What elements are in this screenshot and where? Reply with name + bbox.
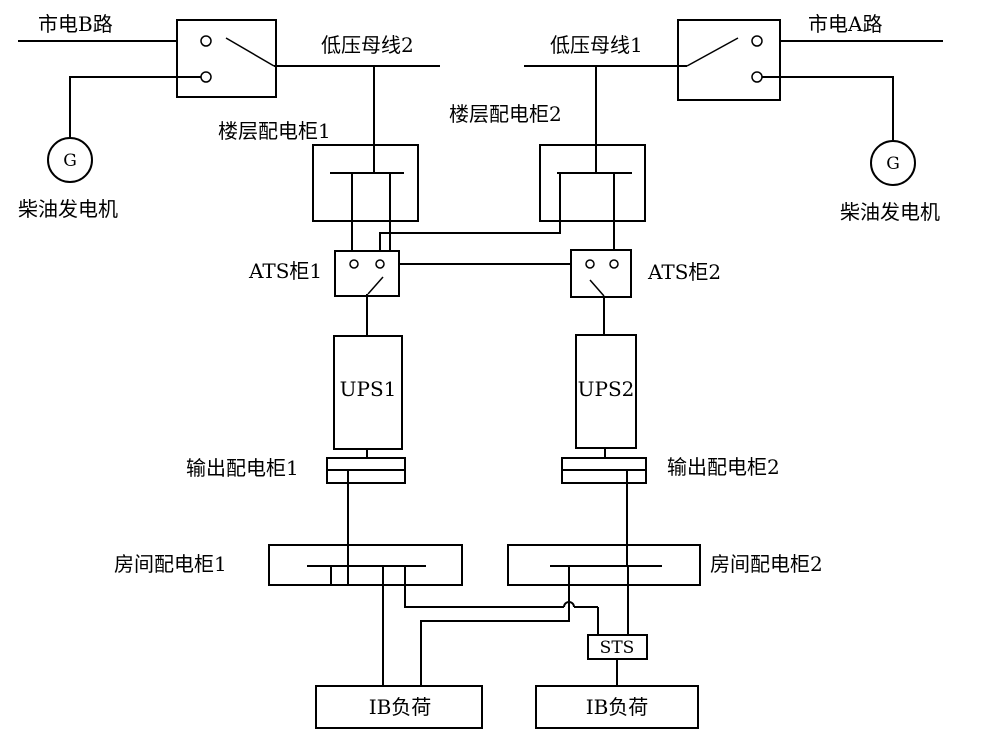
ib-load-1 [315,685,483,729]
mains-a-label: 市电A路 [808,12,882,36]
room-panel-2-label: 房间配电柜2 [710,552,823,576]
output-panel-2-label: 输出配电柜2 [667,455,780,479]
floor-panel-1 [312,144,419,222]
mains-b-label: 市电B路 [38,12,113,36]
lv-bus-2-label: 低压母线2 [321,33,414,57]
generator-right-symbol: G [886,154,900,174]
output-panel-1-label: 输出配电柜1 [186,456,299,480]
generator-right-icon [870,140,916,186]
ats-cabinet-2 [570,249,632,298]
transfer-switch-left [176,19,277,98]
ats-1-label: ATS柜1 [248,259,322,283]
transfer-switch-right [677,19,781,101]
ats-cabinet-1 [334,250,400,297]
ats-2-label: ATS柜2 [647,260,721,284]
diesel-generator-right-label: 柴油发电机 [840,200,940,224]
ups-2-label: UPS2 [578,377,635,401]
lv-bus-1-label: 低压母线1 [550,33,643,57]
floor-panel-2-label: 楼层配电柜2 [449,102,562,126]
sts-unit [587,634,648,660]
sts-label: STS [600,638,635,658]
mains-b-source: 市电B路 G 柴油发电机 [18,12,440,221]
diesel-generator-left-label: 柴油发电机 [18,197,118,221]
mains-a-source: 市电A路 G 柴油发电机 [524,12,943,224]
ib-load-2-label: IB负荷 [586,695,649,719]
ib-load-1-label: IB负荷 [369,695,432,719]
floor-panel-2 [539,144,646,222]
floor-panel-1-label: 楼层配电柜1 [218,119,331,143]
generator-left-icon [47,137,93,183]
ups-2 [575,334,637,449]
ib-load-2 [535,685,699,729]
generator-left-symbol: G [63,151,77,171]
ups-1-label: UPS1 [340,377,397,401]
room-panel-1-label: 房间配电柜1 [114,552,227,576]
